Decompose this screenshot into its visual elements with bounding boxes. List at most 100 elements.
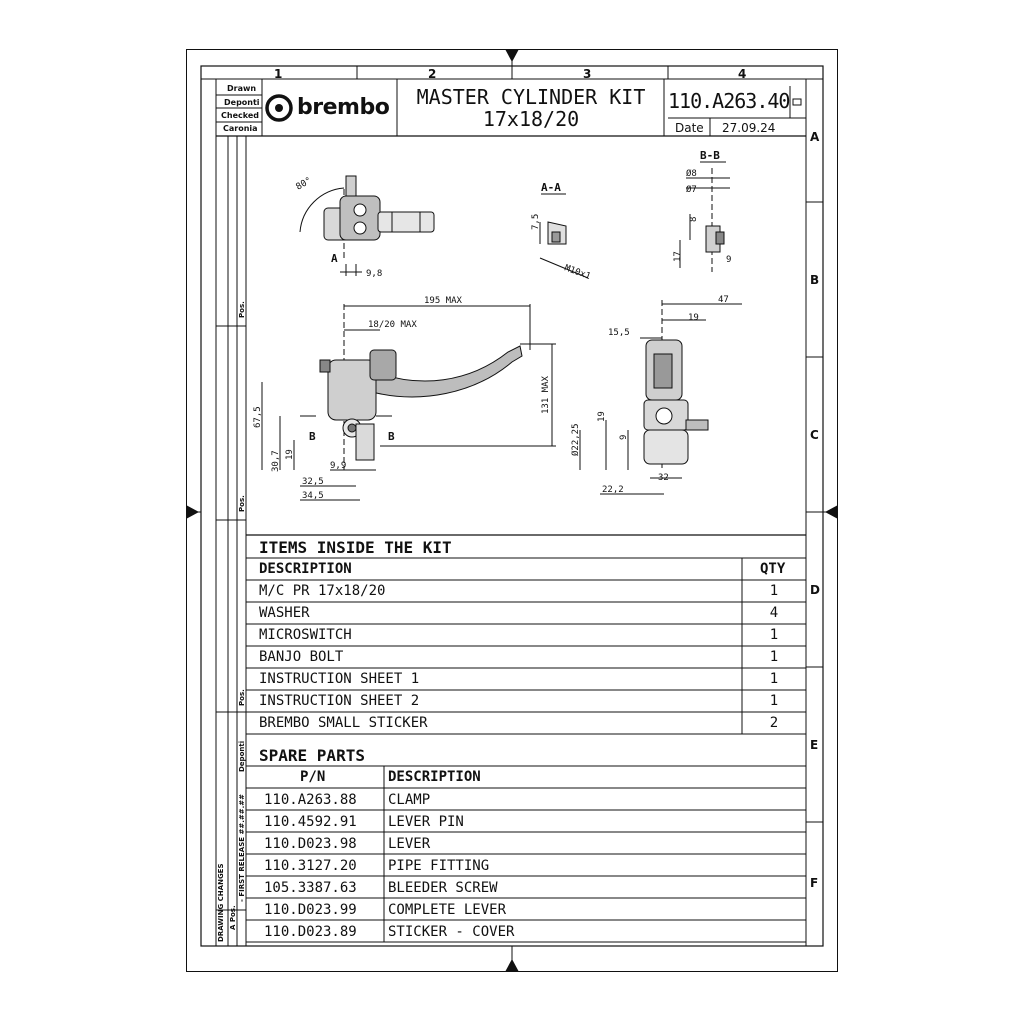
side-drawing-changes: DRAWING CHANGES <box>217 863 225 942</box>
side-first-release: - FIRST RELEASE ##.##.## <box>238 794 246 902</box>
side-a-pos: A Pos. <box>229 905 237 930</box>
dim-131: 131 MAX <box>541 375 551 414</box>
side-pos-2: Pos. <box>238 495 246 512</box>
dim-angle: 80° <box>295 176 314 193</box>
brand-logo: brembo <box>297 95 390 120</box>
dim-19: 19 <box>285 449 295 460</box>
items-row-1-qty: 1 <box>769 583 779 599</box>
dim-32-5: 32,5 <box>302 477 324 487</box>
items-row-7-qty: 2 <box>769 715 779 731</box>
view-top-left-icon <box>299 175 435 276</box>
dim-9: 9 <box>726 255 731 265</box>
row-letter-f: F <box>810 876 819 890</box>
items-row-4-description: BANJO BOLT <box>259 649 344 665</box>
spare-row-4-pn: 110.3127.20 <box>264 858 357 874</box>
dim-15-5: 15,5 <box>608 328 630 338</box>
dim-19b: 19 <box>688 313 699 323</box>
part-number: 110.A263.40 <box>668 89 790 113</box>
dim-9-9: 9,9 <box>330 461 346 471</box>
cut-b-right: B <box>388 430 395 443</box>
column-number-3: 3 <box>583 67 592 81</box>
view-a-label: A <box>331 252 338 265</box>
spare-row-7-pn: 110.D023.89 <box>264 924 357 940</box>
spare-row-7-description: STICKER - COVER <box>388 924 515 940</box>
spare-row-3-pn: 110.D023.98 <box>264 836 357 852</box>
role-checked: Checked <box>221 111 259 120</box>
spare-row-6-description: COMPLETE LEVER <box>388 902 507 918</box>
spare-row-1-pn: 110.A263.88 <box>264 792 357 808</box>
row-letter-c: C <box>810 428 819 442</box>
items-row-3-qty: 1 <box>769 627 779 643</box>
row-letter-e: E <box>810 738 819 752</box>
dim-47: 47 <box>718 295 729 305</box>
side-deponti: Deponti <box>238 740 246 772</box>
drawing-title: MASTER CYLINDER KIT 17x18/20 <box>398 86 664 130</box>
spare-col-pn: P/N <box>300 769 326 785</box>
items-row-4-qty: 1 <box>769 649 779 665</box>
row-letter-b: B <box>810 273 820 287</box>
lever-side-view-icon <box>261 304 556 501</box>
dim-67-5: 67,5 <box>253 406 263 428</box>
column-number-1: 1 <box>274 67 283 81</box>
spare-row-4-description: PIPE FITTING <box>388 858 490 874</box>
section-aa-label: A-A <box>541 181 561 194</box>
items-row-6-description: INSTRUCTION SHEET 2 <box>259 693 420 709</box>
side-pos-1: Pos. <box>238 301 246 318</box>
dim-19c: 19 <box>597 411 607 422</box>
dim-m10: M10x1 <box>563 263 592 282</box>
spare-row-6-pn: 110.D023.99 <box>264 902 357 918</box>
items-col-description: DESCRIPTION <box>259 561 352 577</box>
column-number-4: 4 <box>738 67 747 81</box>
dim-17: 17 <box>673 251 683 262</box>
items-row-7-description: BREMBO SMALL STICKER <box>259 715 428 731</box>
role-drawn: Drawn <box>227 84 257 93</box>
dim-7-5: 7,5 <box>531 214 541 230</box>
dim-18-20: 18/20 MAX <box>368 320 417 330</box>
dim-22-2: 22,2 <box>602 485 624 495</box>
column-number-2: 2 <box>428 67 437 81</box>
dim-9b: 9 <box>619 435 629 440</box>
row-letter-d: D <box>810 583 820 597</box>
section-bb-label: B-B <box>700 149 720 162</box>
items-row-1-description: M/C PR 17x18/20 <box>259 583 386 599</box>
spare-row-2-description: LEVER PIN <box>388 814 464 830</box>
items-row-2-description: WASHER <box>259 605 310 621</box>
items-row-2-qty: 4 <box>769 605 779 621</box>
dim-9-8: 9,8 <box>366 269 382 279</box>
section-aa-icon <box>539 193 589 279</box>
spare-parts-heading: SPARE PARTS <box>259 746 365 765</box>
date-value: 27.09.24 <box>722 121 776 135</box>
spare-row-5-description: BLEEDER SCREW <box>388 880 498 896</box>
role-deponti: Deponti <box>224 98 260 107</box>
items-col-qty: QTY <box>760 561 786 577</box>
spare-row-5-pn: 105.3387.63 <box>264 880 357 896</box>
spare-col-description: DESCRIPTION <box>388 769 481 785</box>
spare-row-1-description: CLAMP <box>388 792 431 808</box>
title-line-2: 17x18/20 <box>482 107 580 131</box>
role-caronia: Caronia <box>223 124 258 133</box>
dim-195: 195 MAX <box>424 296 463 306</box>
date-label: Date <box>675 121 704 135</box>
spare-row-3-description: LEVER <box>388 836 431 852</box>
items-row-3-description: MICROSWITCH <box>259 627 352 643</box>
dim-30-7: 30,7 <box>271 450 281 472</box>
title-line-1: MASTER CYLINDER KIT <box>416 85 646 109</box>
side-pos-3: Pos. <box>238 689 246 706</box>
items-row-5-description: INSTRUCTION SHEET 1 <box>259 671 420 687</box>
brembo-logo-icon <box>265 94 293 122</box>
items-heading: ITEMS INSIDE THE KIT <box>259 538 452 557</box>
row-letter-a: A <box>810 130 820 144</box>
dim-phi8: Ø8 <box>686 168 697 179</box>
items-row-5-qty: 1 <box>769 671 779 687</box>
dim-8: 8 <box>689 217 699 222</box>
dim-32: 32 <box>658 473 669 483</box>
spare-row-2-pn: 110.4592.91 <box>264 814 357 830</box>
section-bb-icon <box>679 161 730 272</box>
front-view-icon <box>579 300 742 495</box>
items-row-6-qty: 1 <box>769 693 779 709</box>
dim-phi22-25: Ø22,25 <box>570 423 581 456</box>
dim-phi7: Ø7 <box>686 184 697 195</box>
cut-b-left: B <box>309 430 316 443</box>
dim-34-5: 34,5 <box>302 491 324 501</box>
